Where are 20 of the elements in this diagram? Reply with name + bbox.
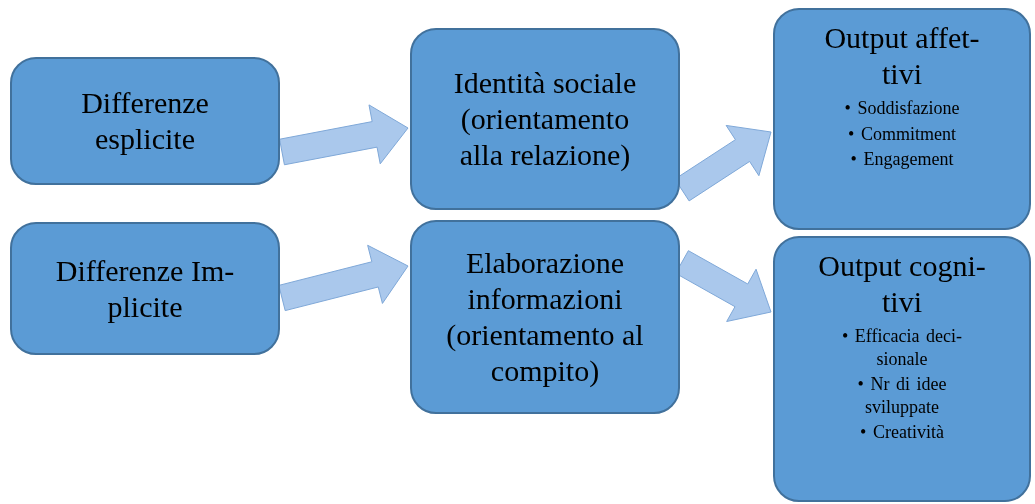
box-label: Identità sociale (orientamento alla relazione) — [452, 65, 638, 173]
bullet-item: • Commitment — [847, 122, 957, 145]
rounded-box — [10, 57, 280, 185]
bullet-item: • Creatività — [859, 421, 945, 444]
bullet-item: • Nr di idee sviluppate — [856, 373, 948, 418]
rounded-box — [410, 28, 680, 210]
box-heading: Output cogni- tivi — [817, 248, 987, 320]
bullet-item: • Soddisfazione — [844, 97, 960, 120]
block-arrow — [278, 244, 409, 312]
box-label: Differenze esplicite — [80, 85, 210, 157]
bullet-item: • Engagement — [849, 148, 955, 171]
block-arrow — [279, 104, 409, 166]
box-label: Elaborazione informazioni (orientamento al compito) — [445, 245, 645, 389]
box-label: Differenze Im- plicite — [54, 252, 236, 325]
rounded-box — [773, 8, 1031, 230]
bullet-item: • Efficacia deci- sionale — [841, 325, 963, 370]
box-heading: Output affet- tivi — [823, 20, 981, 92]
rounded-box — [10, 222, 280, 355]
rounded-box — [410, 220, 680, 414]
rounded-box — [773, 236, 1031, 502]
